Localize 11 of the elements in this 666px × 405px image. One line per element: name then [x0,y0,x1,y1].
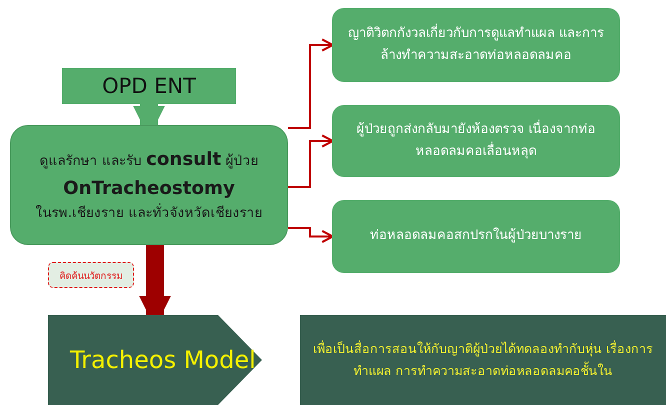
arrow [288,227,334,244]
arrow [288,134,334,188]
header-box: OPD ENT [62,68,236,104]
issue-box: ผู้ป่วยถูกส่งกลับมายังห้องตรวจ เนื่องจากท่อหลอดลมคอเลื่อนหลุด [332,105,620,177]
process-box: ดูแลรักษา และรับ consult ผู้ป่วย OnTracheostomy ในรพ.เชียงราย และทั่วจังหวัดเชียงราย [10,125,288,245]
issue-box: ท่อหลอดลมคอสกปรกในผู้ป่วยบางราย [332,200,620,273]
arrow [288,38,334,129]
description-box: เพื่อเป็นสื่อการสอนให้กับญาติผู้ป่วยได้ทดลองทำกับหุ่น เรื่องการทำแผล การทำความสะอาดท่อหลอดลมคอชั้นใน [300,315,666,405]
issue-box: ญาติวิตกกังวลเกี่ยวกับการดูแลทำแผล และการล้างทำความสะอาดท่อหลอดลมคอ [332,8,620,82]
pentagon-arrow-box: Tracheos Model [48,315,262,405]
tag-label: คิดค้นนวัตกรรม [48,262,134,288]
